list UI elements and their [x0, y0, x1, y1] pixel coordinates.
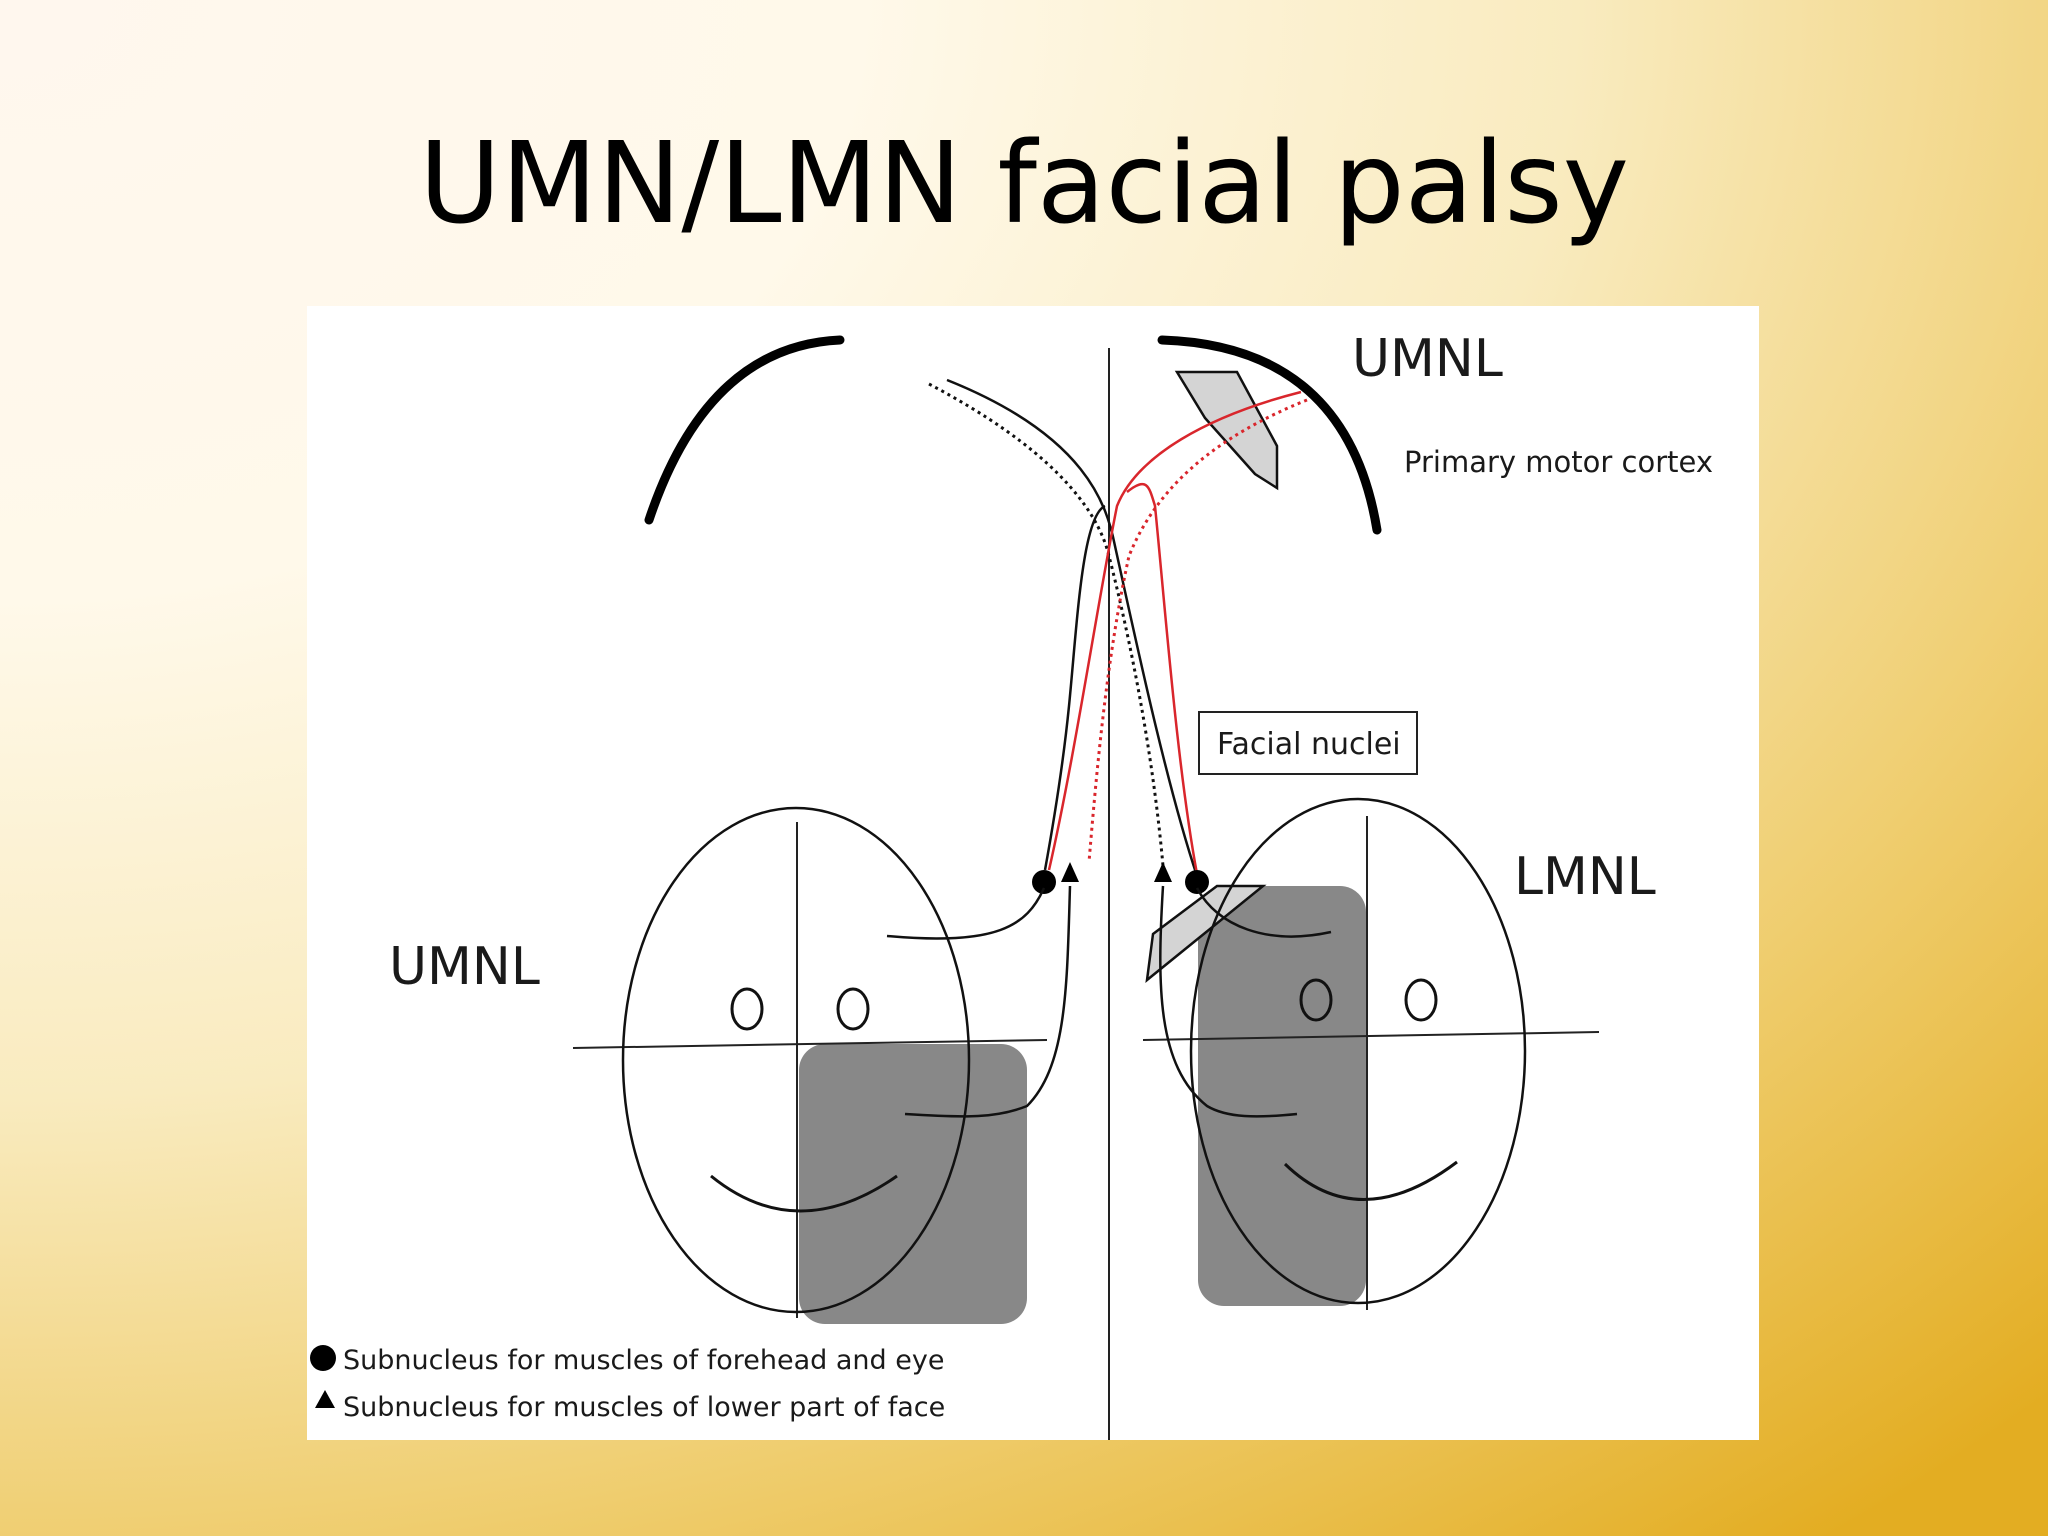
- red-pathway-uncrossed: [1126, 482, 1199, 875]
- facial-nuclei-box: [1198, 711, 1418, 775]
- legend-circle-icon: [310, 1345, 336, 1371]
- diagram-canvas: UMNL Primary motor cortex Facial nuclei …: [310, 329, 1713, 1440]
- black-dotted-pathway: [928, 382, 1165, 867]
- red-dotted-pathway: [1087, 398, 1308, 863]
- legend-triangle-icon: [315, 1390, 335, 1408]
- left-face-mouth: [710, 1174, 898, 1213]
- black-uncrossed-left: [1043, 504, 1106, 871]
- label-facial-nuclei: Facial nuclei: [1217, 727, 1401, 762]
- label-lmnl: LMNL: [1514, 847, 1656, 907]
- right-face-mouth: [1283, 1160, 1458, 1201]
- right-lowerface-fiber: [1159, 885, 1298, 1118]
- right-lowerface-subnucleus: [1154, 862, 1172, 882]
- black-pathway-right: [946, 378, 1199, 877]
- right-forehead-subnucleus: [1185, 870, 1209, 894]
- right-face-eye-right: [1404, 978, 1438, 1022]
- red-pathway-crossing: [1047, 390, 1302, 871]
- left-face-eye-left: [730, 987, 764, 1031]
- slide-title: UMN/LMN facial palsy: [418, 119, 1630, 249]
- left-face-outline: [621, 806, 971, 1314]
- right-face-outline: [1189, 797, 1527, 1305]
- facial-palsy-diagram: UMNL Primary motor cortex Facial nuclei …: [307, 306, 1759, 1440]
- left-forehead-fiber: [886, 887, 1046, 940]
- right-forehead-fiber: [1195, 887, 1332, 938]
- cortex-arc-left: [644, 335, 845, 525]
- cortex-arc-right: [1157, 335, 1382, 535]
- umnl-palsy-region: [799, 1044, 1027, 1324]
- left-forehead-subnucleus: [1032, 870, 1056, 894]
- right-face-horizontal-axis: [1142, 1031, 1600, 1041]
- left-face-eye-right: [836, 987, 870, 1031]
- lmnl-palsy-region: [1198, 886, 1366, 1306]
- label-umnl-top: UMNL: [1352, 329, 1503, 389]
- umn-lesion-marker: [1174, 370, 1279, 491]
- label-umnl-left: UMNL: [389, 937, 540, 997]
- legend-triangle-text: Subnucleus for muscles of lower part of …: [343, 1392, 945, 1423]
- left-lowerface-subnucleus: [1061, 862, 1079, 882]
- lmn-lesion-marker: [1145, 884, 1267, 983]
- legend-circle-text: Subnucleus for muscles of forehead and e…: [343, 1345, 944, 1376]
- left-lowerface-fiber: [904, 885, 1072, 1118]
- right-face-eye-left: [1299, 978, 1333, 1022]
- label-primary-motor-cortex: Primary motor cortex: [1404, 445, 1713, 479]
